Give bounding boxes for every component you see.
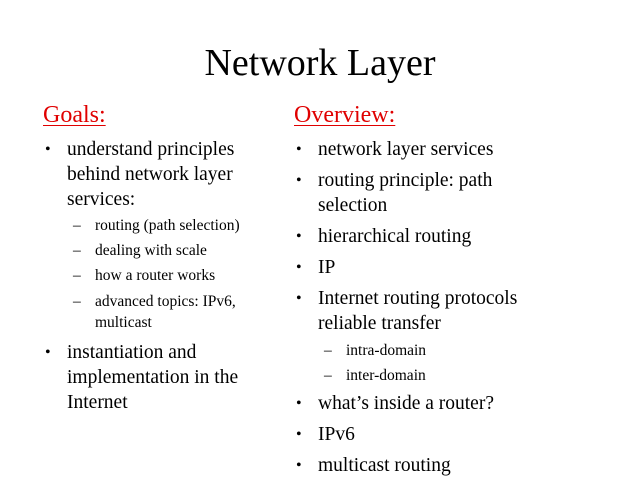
goals-subitem: – how a router works: [73, 263, 275, 288]
goals-subitem: – advanced topics: IPv6, multicast: [73, 291, 275, 333]
goals-item-text: instantiation and implementation in the …: [67, 342, 239, 413]
overview-item-text: multicast routing: [318, 455, 451, 476]
overview-item-text: hierarchical routing: [318, 226, 472, 247]
goals-item: • instantiation and implementation in th…: [45, 340, 275, 415]
overview-item: • Internet routing protocols reliable tr…: [296, 286, 556, 336]
goals-subitem-text: how a router works: [95, 267, 216, 284]
goals-subitem: – routing (path selection): [73, 213, 275, 238]
overview-item: • network layer services: [296, 137, 556, 162]
bullet-icon: •: [296, 290, 302, 307]
dash-icon: –: [324, 367, 332, 384]
overview-item-text: Internet routing protocols reliable tran…: [318, 288, 518, 334]
overview-sublist: – intra-domain – inter-domain: [296, 338, 556, 388]
goals-subitem-text: routing (path selection): [95, 217, 240, 234]
overview-subitem-text: inter-domain: [346, 367, 426, 384]
dash-icon: –: [73, 267, 81, 284]
overview-item: • what’s inside a router?: [296, 391, 556, 416]
goals-heading: Goals:: [43, 102, 106, 128]
bullet-icon: •: [296, 259, 302, 276]
bullet-icon: •: [296, 228, 302, 245]
goals-item-text: understand principles behind network lay…: [67, 139, 235, 210]
bullet-icon: •: [45, 344, 51, 361]
overview-item-text: what’s inside a router?: [318, 393, 494, 414]
overview-item: • IP: [296, 255, 556, 280]
overview-list: • network layer services • routing princ…: [296, 137, 556, 478]
goals-sublist: – routing (path selection) – dealing wit…: [45, 213, 275, 333]
goals-subitem: – dealing with scale: [73, 238, 275, 263]
dash-icon: –: [73, 242, 81, 259]
overview-item-text: network layer services: [318, 139, 494, 160]
overview-item-text: IP: [318, 257, 336, 278]
bullet-icon: •: [296, 141, 302, 158]
dash-icon: –: [73, 217, 81, 234]
goals-subitem-text: advanced topics: IPv6, multicast: [95, 293, 236, 331]
overview-item: • hierarchical routing: [296, 224, 556, 249]
slide-title: Network Layer: [204, 42, 436, 84]
bullet-icon: •: [45, 141, 51, 158]
overview-subitem: – inter-domain: [324, 363, 556, 388]
goals-item: • understand principles behind network l…: [45, 137, 275, 212]
overview-subitem: – intra-domain: [324, 338, 556, 363]
dash-icon: –: [73, 293, 81, 310]
goals-list: • understand principles behind network l…: [45, 137, 275, 415]
goals-subitem-text: dealing with scale: [95, 242, 207, 259]
overview-subitem-text: intra-domain: [346, 342, 427, 359]
overview-item-text: routing principle: path selection: [318, 170, 493, 216]
overview-item: • routing principle: path selection: [296, 168, 556, 218]
overview-item: • IPv6: [296, 422, 556, 447]
overview-item-text: IPv6: [318, 424, 355, 445]
overview-heading: Overview:: [294, 102, 396, 128]
bullet-icon: •: [296, 426, 302, 443]
bullet-icon: •: [296, 395, 302, 412]
dash-icon: –: [324, 342, 332, 359]
bullet-icon: •: [296, 172, 302, 189]
overview-item: • multicast routing: [296, 453, 556, 478]
bullet-icon: •: [296, 457, 302, 474]
